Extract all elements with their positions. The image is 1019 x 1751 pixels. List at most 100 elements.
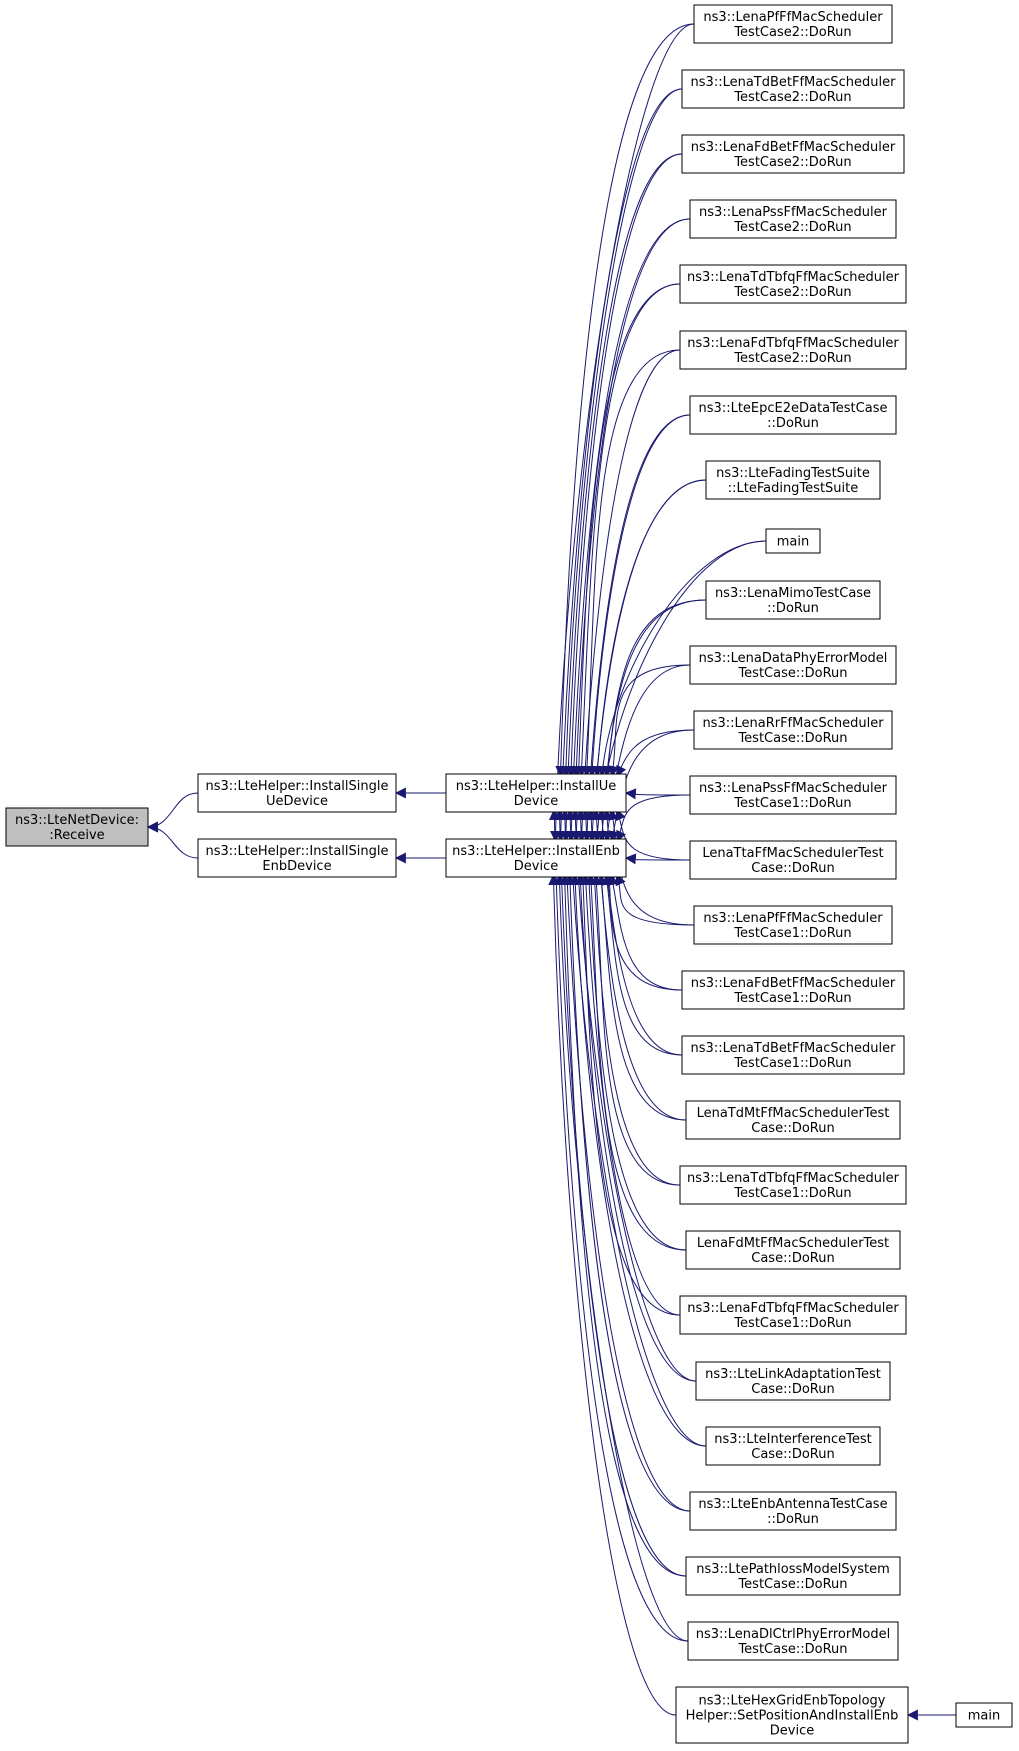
edge-c13-to-install-ue bbox=[624, 788, 691, 800]
edge-c2-to-install-ue bbox=[560, 88, 683, 778]
node-label: ns3::LenaMimoTestCase bbox=[715, 586, 871, 601]
node-c3[interactable]: ns3::LenaFdBetFfMacSchedulerTestCase2::D… bbox=[681, 134, 905, 174]
node-box bbox=[687, 1621, 899, 1661]
node-box bbox=[679, 330, 907, 370]
node-label: ns3::LenaPfFfMacScheduler bbox=[703, 10, 883, 25]
node-c8[interactable]: ns3::LteFadingTestSuite::LteFadingTestSu… bbox=[705, 460, 881, 500]
edge-c25-to-install-enb bbox=[559, 873, 687, 1577]
node-box bbox=[693, 710, 893, 750]
edge-c12-to-install-ue bbox=[616, 729, 695, 777]
edge-c3-to-install-ue bbox=[565, 153, 683, 778]
node-c1[interactable]: ns3::LenaPfFfMacSchedulerTestCase2::DoRu… bbox=[693, 4, 893, 44]
edge-c22-to-install-enb bbox=[575, 873, 697, 1382]
node-c5[interactable]: ns3::LenaTdTbfqFfMacSchedulerTestCase2::… bbox=[679, 264, 907, 304]
node-label: ns3::LteHelper::InstallSingle bbox=[206, 779, 389, 794]
node-label: ::DoRun bbox=[767, 416, 819, 431]
node-label: Case::DoRun bbox=[751, 861, 834, 876]
node-box bbox=[685, 1230, 901, 1270]
node-label: TestCase2::DoRun bbox=[733, 155, 851, 170]
node-label: TestCase2::DoRun bbox=[733, 351, 851, 366]
node-label: ns3::LteHexGridEnbTopology bbox=[698, 1694, 885, 1709]
node-box bbox=[197, 838, 397, 878]
node-c21[interactable]: ns3::LenaFdTbfqFfMacSchedulerTestCase1::… bbox=[679, 1295, 907, 1335]
edge-install-single-ue-to-receive bbox=[146, 792, 199, 833]
edge-c17-to-install-enb bbox=[601, 873, 683, 1056]
node-label: TestCase1::DoRun bbox=[733, 1316, 851, 1331]
edge-c26-to-install-ue bbox=[548, 808, 689, 1642]
node-label: ns3::LenaFdTbfqFfMacScheduler bbox=[687, 1301, 899, 1316]
node-label: TestCase2::DoRun bbox=[733, 220, 851, 235]
node-label: ns3::LenaTdTbfqFfMacScheduler bbox=[687, 270, 900, 285]
node-label: ns3::LteHelper::InstallSingle bbox=[206, 844, 389, 859]
node-c4[interactable]: ns3::LenaPssFfMacSchedulerTestCase2::DoR… bbox=[689, 199, 897, 239]
edge-c2-to-install-enb bbox=[555, 88, 683, 843]
node-c27[interactable]: ns3::LteHexGridEnbTopologyHelper::SetPos… bbox=[675, 1686, 909, 1744]
node-c15[interactable]: ns3::LenaPfFfMacSchedulerTestCase1::DoRu… bbox=[693, 905, 893, 945]
node-c6[interactable]: ns3::LenaFdTbfqFfMacSchedulerTestCase2::… bbox=[679, 330, 907, 370]
node-c7[interactable]: ns3::LteEpcE2eDataTestCase::DoRun bbox=[689, 395, 897, 435]
node-label: EnbDevice bbox=[262, 859, 331, 874]
node-label: ns3::LtePathlossModelSystem bbox=[696, 1562, 890, 1577]
node-box bbox=[705, 1426, 881, 1466]
node-label: ns3::LenaDlCtrlPhyErrorModel bbox=[696, 1627, 891, 1642]
node-m2[interactable]: main bbox=[955, 1702, 1013, 1728]
node-box bbox=[689, 840, 897, 880]
node-label: TestCase2::DoRun bbox=[733, 285, 851, 300]
node-c17[interactable]: ns3::LenaTdBetFfMacSchedulerTestCase1::D… bbox=[681, 1035, 905, 1075]
node-box bbox=[695, 1361, 891, 1401]
node-c25[interactable]: ns3::LtePathlossModelSystemTestCase::DoR… bbox=[685, 1556, 901, 1596]
edge-c23-to-install-enb bbox=[569, 873, 707, 1447]
node-c26[interactable]: ns3::LenaDlCtrlPhyErrorModelTestCase::Do… bbox=[687, 1621, 899, 1661]
node-label: TestCase1::DoRun bbox=[733, 991, 851, 1006]
edge-c21-to-install-enb bbox=[580, 873, 681, 1316]
node-label: Case::DoRun bbox=[751, 1382, 834, 1397]
node-box bbox=[689, 645, 897, 685]
node-label: TestCase2::DoRun bbox=[733, 25, 851, 40]
node-box bbox=[681, 1035, 905, 1075]
node-receive[interactable]: ns3::LteNetDevice::Receive bbox=[5, 807, 149, 847]
node-c24[interactable]: ns3::LteEnbAntennaTestCase::DoRun bbox=[689, 1491, 897, 1531]
node-box bbox=[689, 1491, 897, 1531]
node-label: TestCase::DoRun bbox=[737, 1642, 847, 1657]
node-label: ns3::LenaRrFfMacScheduler bbox=[702, 716, 884, 731]
node-c19[interactable]: ns3::LenaTdTbfqFfMacSchedulerTestCase1::… bbox=[679, 1165, 907, 1205]
edge-c19-to-install-enb bbox=[591, 873, 681, 1186]
node-label: ns3::LteHelper::InstallEnb bbox=[452, 844, 620, 859]
node-c11[interactable]: ns3::LenaDataPhyErrorModelTestCase::DoRu… bbox=[689, 645, 897, 685]
node-c2[interactable]: ns3::LenaTdBetFfMacSchedulerTestCase2::D… bbox=[681, 69, 905, 109]
node-c16[interactable]: ns3::LenaFdBetFfMacSchedulerTestCase1::D… bbox=[681, 970, 905, 1010]
node-label: main bbox=[968, 1709, 1000, 1724]
node-box bbox=[685, 1100, 901, 1140]
node-label: TestCase1::DoRun bbox=[733, 926, 851, 941]
node-label: LenaFdMtFfMacSchedulerTest bbox=[697, 1236, 889, 1251]
edge-c18-to-install-enb bbox=[596, 873, 687, 1121]
node-label: ns3::LteFadingTestSuite bbox=[716, 466, 870, 481]
node-box bbox=[679, 1165, 907, 1205]
node-box bbox=[679, 1295, 907, 1335]
edge-c4-to-install-ue bbox=[570, 218, 691, 778]
node-label: Case::DoRun bbox=[751, 1251, 834, 1266]
edge-c6-to-install-enb bbox=[576, 349, 681, 843]
edge-c15-to-install-enb bbox=[615, 873, 695, 926]
edge-c16-to-install-ue bbox=[601, 808, 683, 991]
node-box bbox=[675, 1686, 909, 1744]
node-label: TestCase::DoRun bbox=[737, 1577, 847, 1592]
node-c9[interactable]: main bbox=[765, 528, 821, 554]
node-label: LenaTtaFfMacSchedulerTest bbox=[702, 846, 883, 861]
node-c13[interactable]: ns3::LenaPssFfMacSchedulerTestCase1::DoR… bbox=[689, 775, 897, 815]
node-label: ns3::LteLinkAdaptationTest bbox=[705, 1367, 881, 1382]
node-c10[interactable]: ns3::LenaMimoTestCase::DoRun bbox=[705, 580, 881, 620]
node-label: ::LteFadingTestSuite bbox=[728, 481, 859, 496]
edge-install-single-enb-to-receive bbox=[146, 821, 199, 859]
edge-c14-to-install-ue bbox=[615, 808, 691, 861]
